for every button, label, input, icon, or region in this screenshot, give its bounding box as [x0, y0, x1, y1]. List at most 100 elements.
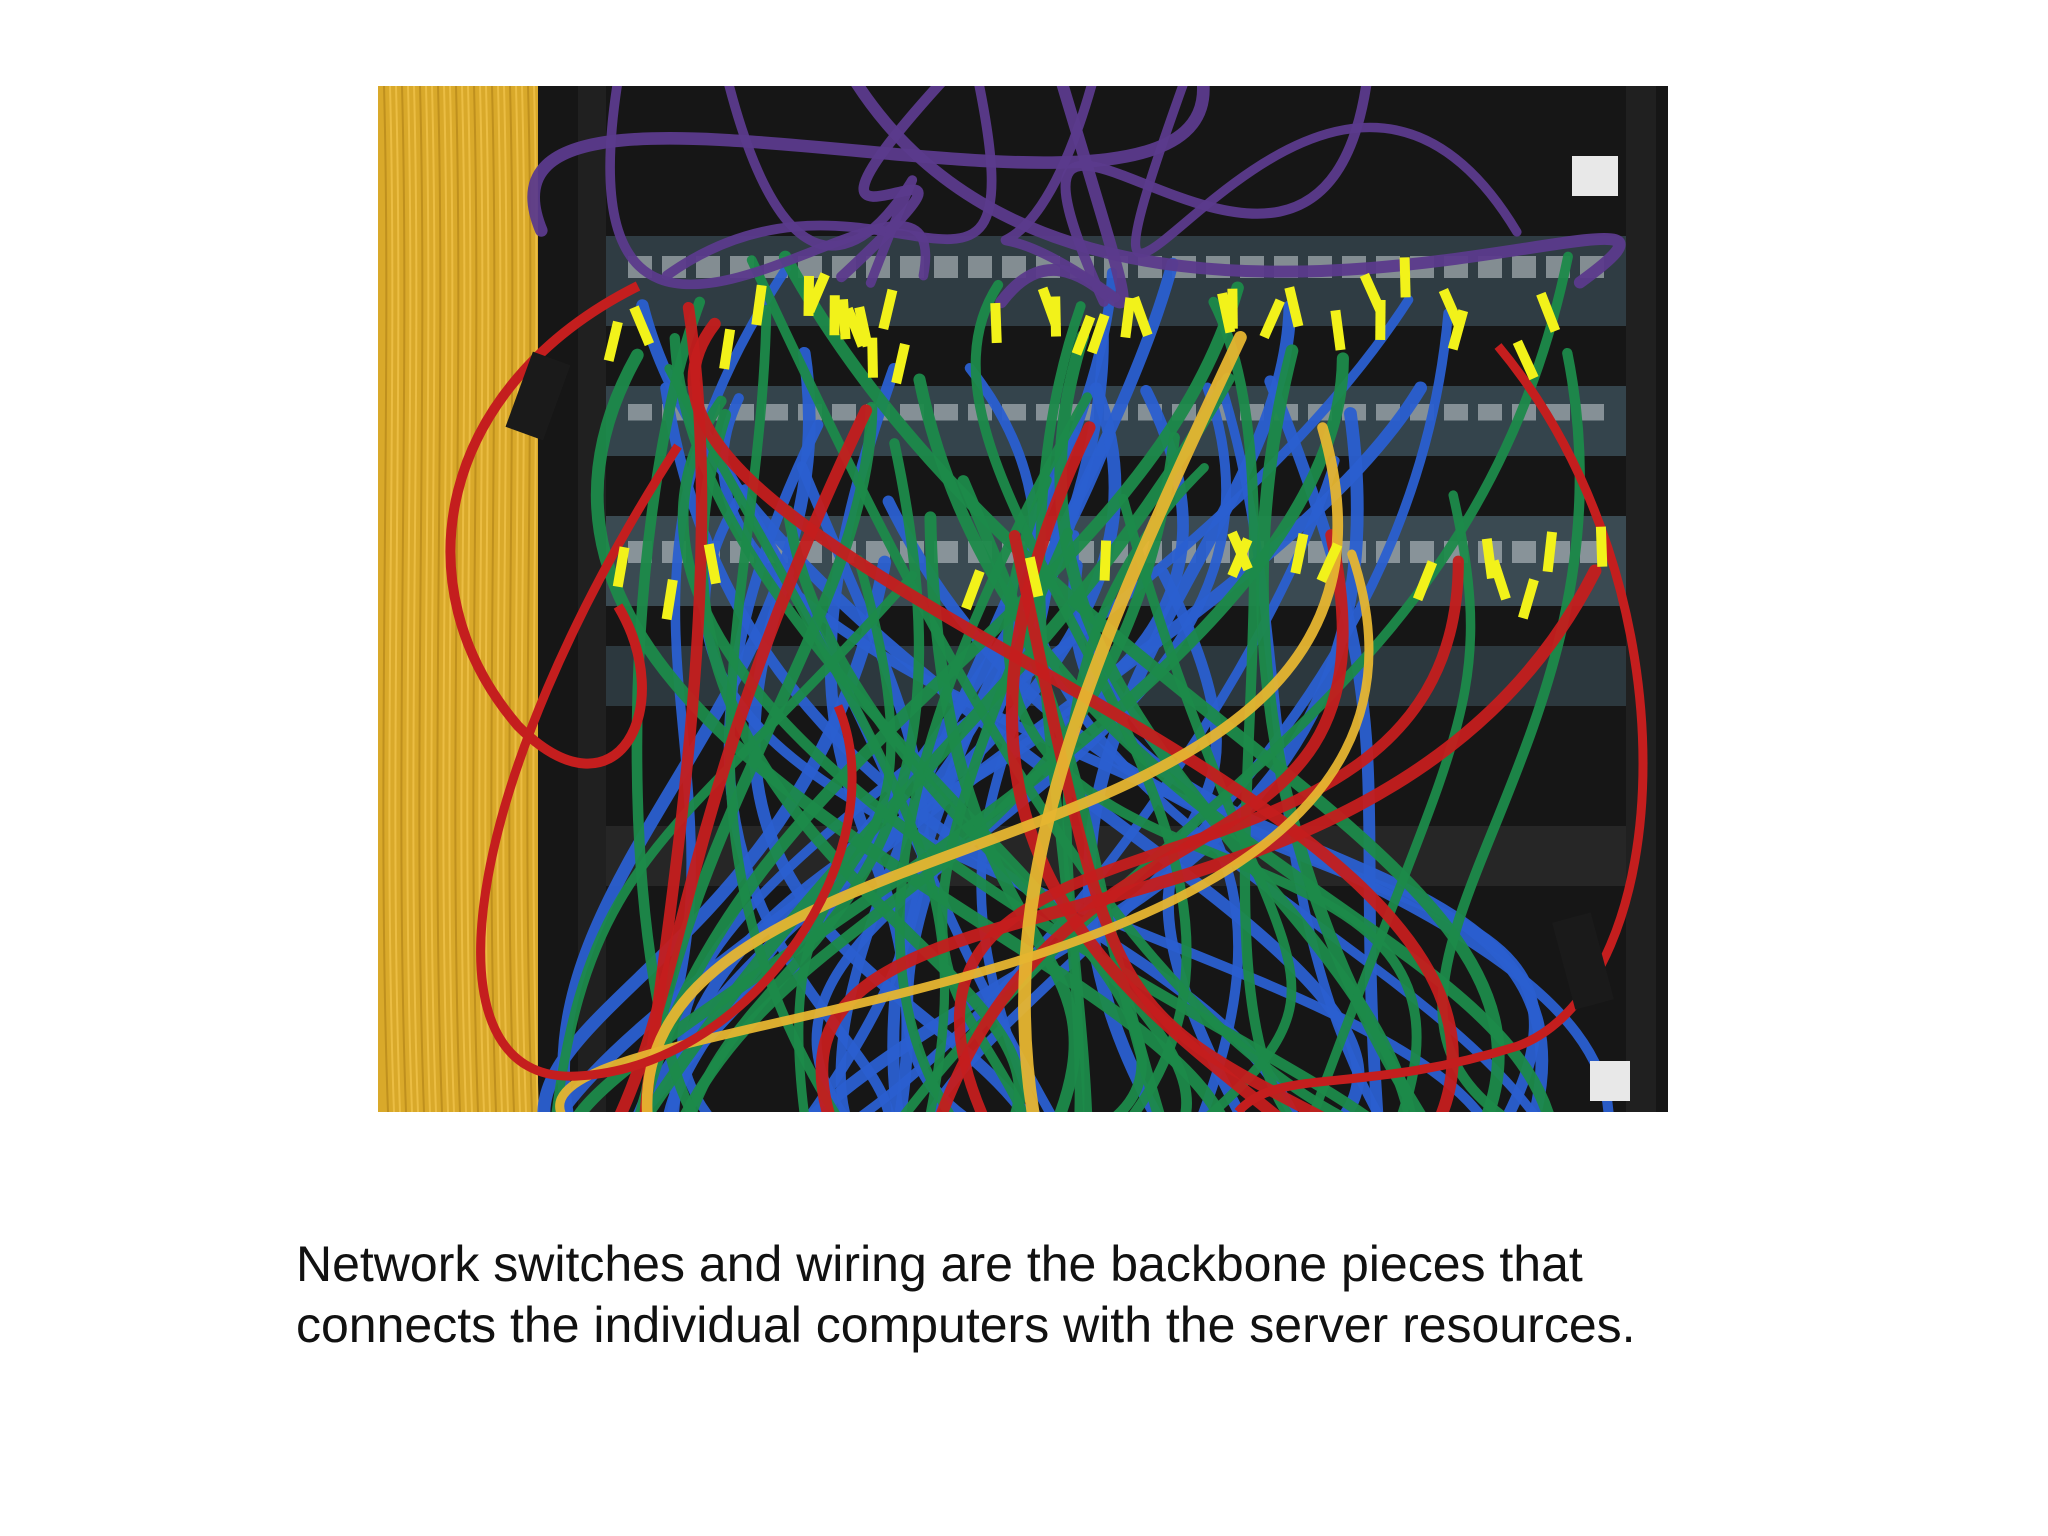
yellow-strand	[436, 86, 443, 1112]
switch-port	[900, 256, 924, 278]
green-cable	[635, 281, 1244, 1112]
rack-rail-right	[1626, 86, 1656, 1112]
slide-caption: Network switches and wiring are the back…	[296, 1234, 1796, 1356]
yellow-strand	[442, 86, 449, 1112]
yellow-clip	[854, 306, 873, 348]
green-cable	[551, 570, 918, 1112]
yellow-clip	[1595, 526, 1608, 567]
green-cable	[778, 250, 1505, 1112]
yellow-cable-clips	[603, 257, 1608, 621]
purple-cable	[1060, 86, 1372, 307]
switch-port	[934, 404, 958, 421]
yellow-strand	[526, 86, 533, 1112]
switch-port	[764, 404, 788, 421]
purple-cable	[1000, 86, 1121, 303]
yellow-clip	[1399, 257, 1411, 298]
green-cable	[725, 304, 841, 1112]
red-cable	[936, 529, 1349, 1112]
yellow-clip	[891, 343, 910, 385]
switch-port	[934, 256, 958, 278]
green-cable	[970, 279, 1192, 1112]
yellow-strand	[418, 86, 425, 1112]
yellow-clip	[1071, 314, 1096, 356]
yellow-clip	[1518, 578, 1539, 620]
switch-port	[1444, 404, 1468, 421]
caption-line-2: connects the individual computers with t…	[296, 1297, 1636, 1353]
yellow-clip	[961, 569, 985, 611]
yellow-strand	[490, 86, 497, 1112]
rack-label-top-right	[1572, 156, 1618, 196]
caption-line-1: Network switches and wiring are the back…	[296, 1236, 1583, 1292]
green-cable	[746, 255, 1344, 1112]
switch-port	[1512, 541, 1536, 563]
red-cable-loop	[445, 281, 647, 769]
purple-cable	[851, 86, 1626, 289]
yellow-clip	[751, 284, 767, 326]
yellow-clip	[990, 302, 1002, 344]
green-cable	[782, 505, 1192, 1112]
red-cable-loop	[476, 443, 857, 1081]
yellow-clip	[1099, 540, 1112, 581]
velcro-strap-right	[1552, 912, 1614, 1010]
yellow-clip	[1542, 531, 1558, 573]
switch-port	[1002, 404, 1026, 421]
yellow-cable	[1018, 331, 1247, 1112]
switch-port	[696, 256, 720, 278]
yellow-clip	[867, 337, 878, 378]
yellow-clip	[1412, 560, 1438, 602]
yellow-strand	[508, 86, 515, 1112]
switch-port	[832, 404, 856, 421]
yellow-strand	[496, 86, 503, 1112]
yellow-strand	[424, 86, 431, 1112]
yellow-clip	[1375, 299, 1386, 340]
purple-cable	[724, 86, 918, 288]
switch-port	[1002, 256, 1026, 278]
yellow-strand	[520, 86, 527, 1112]
green-cable	[894, 392, 1093, 1112]
green-cable	[590, 348, 1226, 1112]
switch-port	[934, 541, 958, 563]
yellow-clip	[1488, 559, 1511, 601]
yellow-clip	[1087, 313, 1110, 355]
yellow-clip	[1037, 286, 1061, 328]
switch-port	[1478, 404, 1502, 421]
yellow-strand	[466, 86, 473, 1112]
blue-cable	[723, 419, 894, 1112]
yellow-clip	[1536, 291, 1561, 333]
switch-port	[1478, 256, 1502, 278]
purple-cable	[836, 86, 946, 283]
yellow-clip	[719, 328, 736, 370]
yellow-strand	[484, 86, 491, 1112]
switch-port	[968, 256, 992, 278]
yellow-clip	[1259, 298, 1285, 340]
red-cable	[815, 564, 1602, 1112]
yellow-clip	[629, 305, 655, 347]
purple-cable	[527, 86, 1210, 237]
rack-label-bottom-right	[1590, 1061, 1630, 1101]
yellow-clip	[1217, 292, 1236, 334]
yellow-strand	[472, 86, 479, 1112]
yellow-strand	[400, 86, 407, 1112]
yellow-clip	[1120, 297, 1136, 339]
yellow-clip	[603, 320, 623, 362]
yellow-strand	[430, 86, 437, 1112]
yellow-strand	[394, 86, 401, 1112]
yellow-clip	[1024, 556, 1044, 598]
yellow-strand	[406, 86, 413, 1112]
yellow-clip	[843, 306, 868, 348]
yellow-clip	[1227, 537, 1253, 579]
yellow-clip	[829, 295, 840, 336]
yellow-clip	[878, 288, 898, 331]
yellow-clip	[1330, 309, 1346, 351]
yellow-clip	[661, 579, 678, 621]
red-cable	[1008, 530, 1325, 1112]
yellow-strand	[502, 86, 509, 1112]
switch-port	[1512, 256, 1536, 278]
green-cable	[793, 554, 896, 1112]
switch-port	[628, 404, 652, 421]
purple-cable	[995, 86, 1129, 309]
switch-port	[900, 404, 924, 421]
network-cabling-photo	[378, 86, 1668, 1112]
blue-cable	[796, 461, 929, 1112]
